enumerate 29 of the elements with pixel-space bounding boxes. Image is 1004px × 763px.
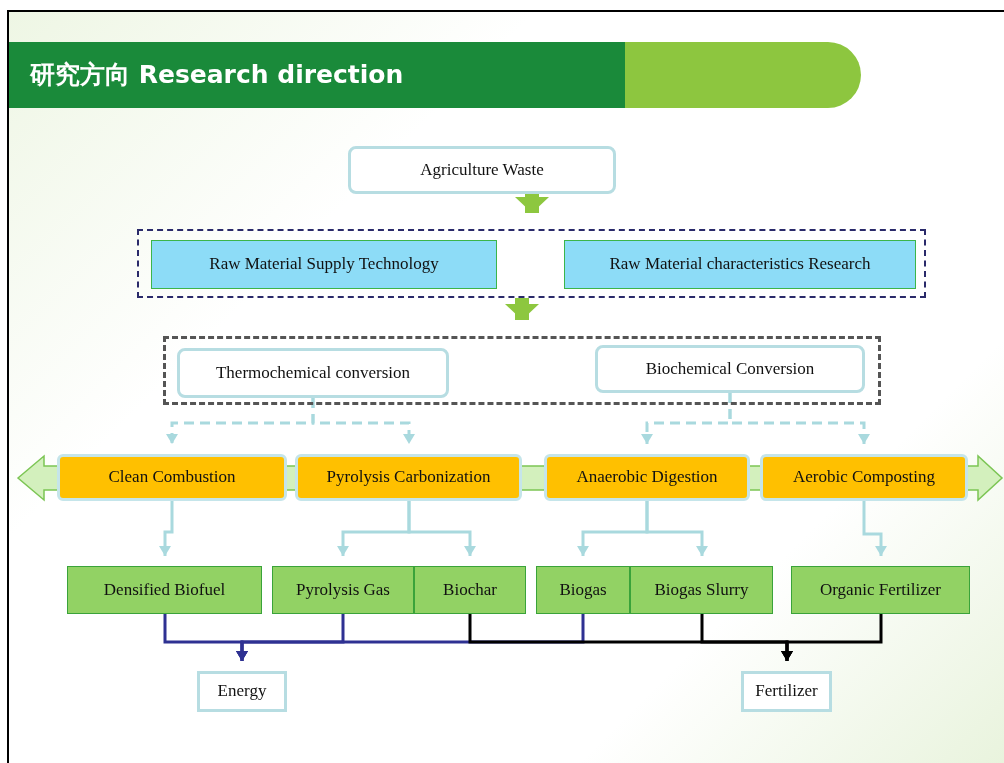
output-box: Fertilizer [741, 671, 832, 712]
process-box: Thermochemical conversion [177, 348, 449, 398]
process-box: Anaerobic Digestion [544, 454, 750, 501]
dashed-group-box [163, 336, 881, 405]
product-box: Biogas [536, 566, 630, 614]
process-box: Raw Material characteristics Research [564, 240, 916, 289]
product-box: Pyrolysis Gas [272, 566, 414, 614]
block-arrow [505, 298, 539, 320]
process-box: Aerobic Composting [760, 454, 968, 501]
arrow [159, 501, 174, 556]
product-box: Biochar [414, 566, 526, 614]
output-box: Energy [197, 671, 287, 712]
dashed-group-box [137, 229, 926, 298]
product-box: Densified Biofuel [67, 566, 262, 614]
arrow [862, 501, 887, 556]
arrow [728, 393, 870, 444]
process-box: Biochemical Conversion [595, 345, 865, 393]
arrow [781, 614, 883, 661]
block-arrow [515, 194, 549, 213]
process-box: Clean Combustion [57, 454, 287, 501]
arrow [311, 398, 415, 444]
process-box: Raw Material Supply Technology [151, 240, 497, 289]
title: 研究方向 Research direction [30, 59, 404, 91]
arrow [645, 501, 708, 556]
product-box: Organic Fertilizer [791, 566, 970, 614]
arrow [407, 501, 476, 556]
process-box: Pyrolysis Carbonization [295, 454, 522, 501]
start-box: Agriculture Waste [348, 146, 616, 194]
product-box: Biogas Slurry [630, 566, 773, 614]
